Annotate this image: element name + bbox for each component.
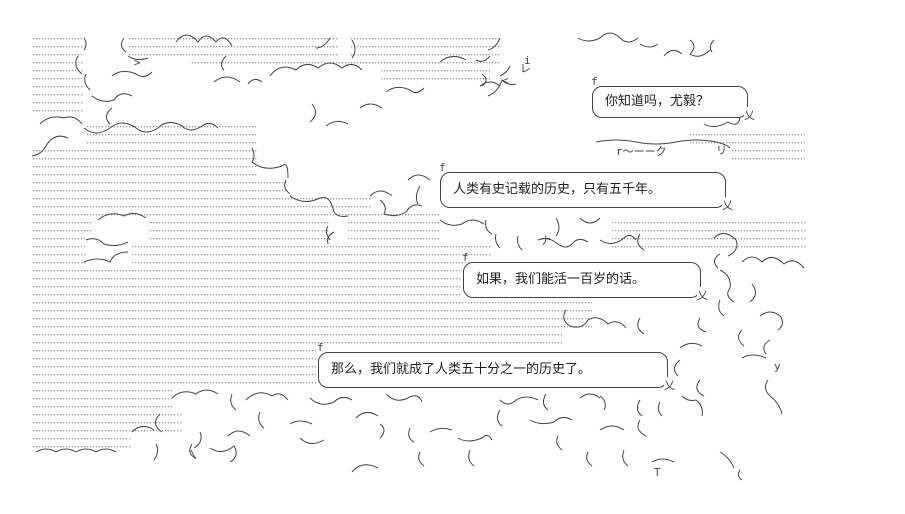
svg-text:r～ーーク: r～ーーク	[616, 145, 667, 158]
speech-bubble-2: 人类有史记载的历史，只有五千年。	[439, 159, 733, 215]
bubble-text: 那么，我们就成了人类五十分之一的历史了。	[331, 362, 592, 377]
dotted-fill	[32, 38, 807, 450]
speech-bubble-3: 如果，我们能活一百岁的话。	[462, 249, 708, 305]
svg-text:リ: リ	[716, 144, 727, 157]
svg-text:y: y	[774, 360, 781, 373]
svg-text:レ: レ	[520, 62, 531, 75]
svg-text:<: <	[502, 74, 509, 87]
speech-bubble-1: 你知道吗，尤毅？	[591, 73, 755, 125]
svg-text:\: \	[190, 448, 197, 461]
cloud-outlines	[31, 32, 805, 481]
svg-text:i: i	[524, 54, 531, 67]
bubble-text: 如果，我们能活一百岁的话。	[476, 272, 646, 287]
svg-text:>: >	[134, 56, 141, 69]
svg-text:ナ: ナ	[540, 234, 551, 247]
svg-text:T: T	[654, 466, 661, 479]
ascii-marks: > i レ < リ r～ーーク ナ y \ T	[134, 54, 781, 479]
speech-bubble-4: 那么，我们就成了人类五十分之一的历史了。	[317, 339, 675, 395]
bubble-text: 人类有史记载的历史，只有五千年。	[453, 182, 662, 197]
bubble-text: 你知道吗，尤毅？	[605, 94, 710, 109]
